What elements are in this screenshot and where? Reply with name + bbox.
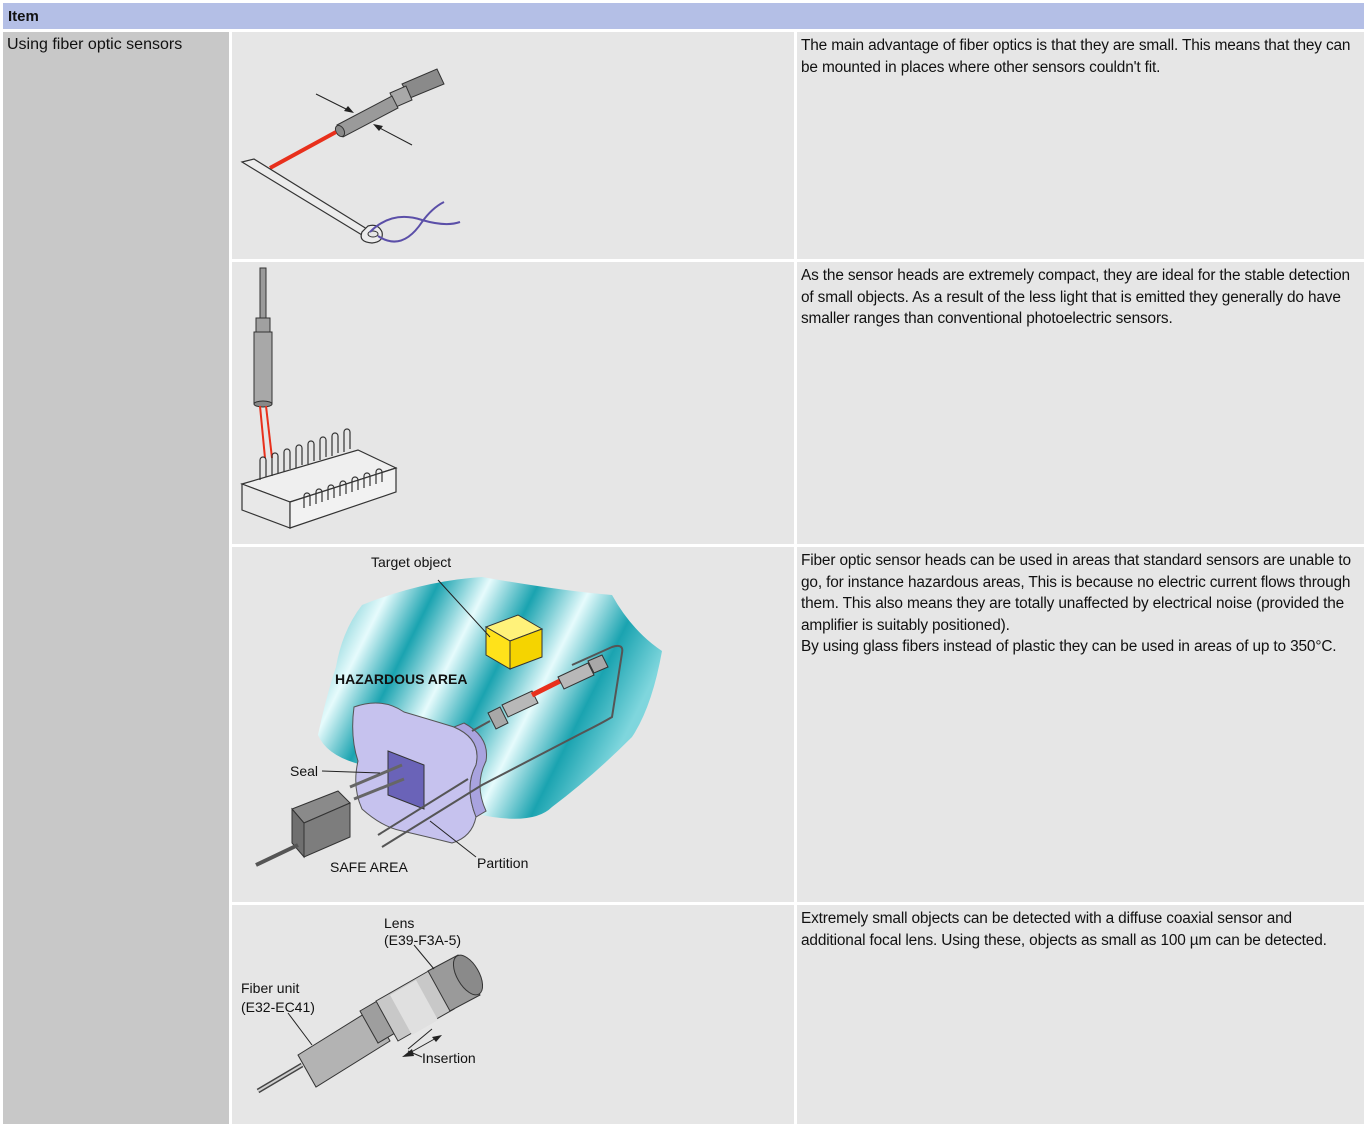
- illustration-chip: [232, 262, 794, 544]
- illustration-hazardous-area: Target object HAZARDOUS AREA Seal SAFE A…: [232, 547, 794, 902]
- label-insertion: Insertion: [422, 1050, 476, 1066]
- illustration-needle: [232, 32, 794, 259]
- hazardous-area-diagram: Target object HAZARDOUS AREA Seal SAFE A…: [255, 554, 662, 875]
- label-fiber-unit: Fiber unit: [241, 980, 299, 996]
- row-3-text-2: By using glass fibers instead of plastic…: [801, 638, 1337, 655]
- illustration-lens: Lens (E39-F3A-5) Fiber unit (E32-EC41) I…: [232, 905, 794, 1124]
- label-hazardous-area: HAZARDOUS AREA: [335, 671, 467, 687]
- header-item-label: Item: [8, 8, 39, 25]
- label-partition: Partition: [477, 855, 528, 871]
- label-target-object: Target object: [371, 554, 451, 570]
- item-cell: Using fiber optic sensors: [3, 32, 229, 1124]
- label-lens-model: (E39-F3A-5): [384, 932, 461, 948]
- row-3-text-1: Fiber optic sensor heads can be used in …: [801, 552, 1351, 634]
- row-2-text: As the sensor heads are extremely compac…: [801, 267, 1350, 327]
- row-1-description: The main advantage of fiber optics is th…: [797, 32, 1364, 259]
- fiber-needle-diagram: [240, 68, 461, 244]
- fiber-chip-diagram: [240, 267, 398, 529]
- row-3-description: Fiber optic sensor heads can be used in …: [797, 547, 1364, 902]
- label-fiber-model: (E32-EC41): [241, 999, 315, 1015]
- label-safe-area: SAFE AREA: [330, 859, 408, 875]
- label-seal: Seal: [290, 763, 318, 779]
- coaxial-lens-diagram: Lens (E39-F3A-5) Fiber unit (E32-EC41) I…: [241, 915, 484, 1094]
- label-lens: Lens: [384, 915, 414, 931]
- row-2-description: As the sensor heads are extremely compac…: [797, 262, 1364, 544]
- table-header: Item: [3, 3, 1364, 29]
- row-1-text: The main advantage of fiber optics is th…: [801, 37, 1351, 76]
- row-4-description: Extremely small objects can be detected …: [797, 905, 1364, 1124]
- item-label: Using fiber optic sensors: [7, 36, 183, 53]
- row-4-text: Extremely small objects can be detected …: [801, 910, 1327, 949]
